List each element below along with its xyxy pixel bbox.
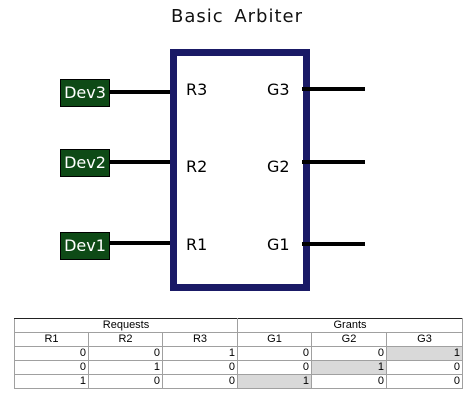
device-dev3: Dev3 [60,79,110,107]
requests-group-header: Requests [13,318,239,333]
table-cell: 0 [14,360,89,375]
port-r2: R2 [186,157,208,176]
table-row: 0 1 0 0 1 0 [14,360,464,375]
table-cell: 0 [14,346,89,361]
arbiter-block [170,49,310,291]
grants-group-header: Grants [237,318,464,333]
table-cell: 0 [88,346,163,361]
port-r3: R3 [186,80,208,99]
table-cell: 1 [237,374,313,389]
request-wire-1 [110,241,172,245]
port-r1: R1 [186,235,208,254]
table-cell: 0 [161,374,239,389]
column-header-g3: G3 [386,332,464,347]
diagram-title: Basic Arbiter [170,6,304,27]
table-cell: 0 [311,374,388,389]
table-row: 1 0 0 1 0 0 [14,374,464,389]
table-cell: 1 [88,360,163,375]
table-cell: 0 [88,374,163,389]
table-cell: 0 [386,360,464,375]
table-cell: 1 [311,360,388,375]
column-header-r3: R3 [161,332,239,347]
request-wire-3 [110,90,172,94]
table-cell: 0 [237,360,313,375]
column-header-g1: G1 [237,332,313,347]
table-cell: 0 [311,346,388,361]
port-g2: G2 [267,157,290,176]
port-g3: G3 [267,80,290,99]
port-g1: G1 [267,235,290,254]
column-header-r2: R2 [88,332,163,347]
grant-wire-2 [302,160,365,164]
request-wire-2 [110,160,172,164]
table-cell: 1 [386,346,464,361]
table-row: 0 0 1 0 0 1 [14,346,464,361]
table-cell: 1 [14,374,89,389]
device-dev1: Dev1 [60,232,110,260]
grant-wire-1 [302,242,365,246]
table-cell: 0 [237,346,313,361]
grant-wire-3 [302,87,365,91]
table-cell: 0 [161,360,239,375]
table-cell: 1 [161,346,239,361]
column-header-r1: R1 [14,332,89,347]
column-header-g2: G2 [311,332,388,347]
device-dev2: Dev2 [60,149,110,177]
table-cell: 0 [386,374,464,389]
truth-table: Requests Grants R1 R2 R3 G1 G2 G3 0 0 1 … [13,318,464,389]
